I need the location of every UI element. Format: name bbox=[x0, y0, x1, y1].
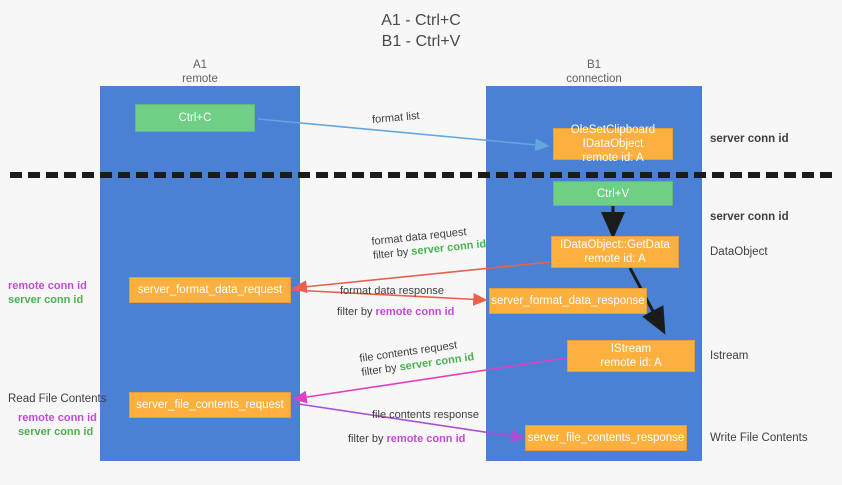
lane-header-b1: B1 connection bbox=[514, 58, 674, 86]
left-label-read-file-contents: Read File Contents bbox=[8, 393, 107, 405]
filter-value-remote-conn-id: remote conn id bbox=[386, 433, 466, 445]
phase-divider bbox=[10, 172, 832, 178]
box-ctrl-v-label: Ctrl+V bbox=[596, 187, 630, 200]
filter-prefix: filter by bbox=[360, 361, 401, 379]
lane-a1-sub: remote bbox=[182, 73, 218, 85]
box-ole-idataobject-line1: OleSetClipboard IDataObject bbox=[570, 124, 656, 150]
label-file-contents-response-filter: filter by remote conn id bbox=[348, 432, 479, 446]
box-server-file-contents-request-label: server_file_contents_request bbox=[136, 399, 284, 411]
left-label-remote-conn-id: remote conn id bbox=[18, 412, 97, 424]
label-file-contents-request-group: file contents request filter by server c… bbox=[359, 336, 476, 380]
box-getdata-line2: remote id: A bbox=[584, 253, 646, 265]
right-label-server-conn-id-mid: server conn id bbox=[710, 211, 789, 223]
box-ctrl-v[interactable]: Ctrl+V bbox=[553, 181, 673, 206]
lane-a1-name: A1 bbox=[192, 59, 208, 71]
lane-header-a1: A1 remote bbox=[120, 58, 280, 86]
box-ctrl-c[interactable]: Ctrl+C bbox=[135, 104, 255, 132]
box-server-file-contents-response[interactable]: server_file_contents_response bbox=[525, 425, 687, 451]
box-istream[interactable]: IStream remote id: A bbox=[567, 340, 695, 372]
filter-prefix: filter by bbox=[337, 306, 376, 318]
box-ole-idataobject[interactable]: OleSetClipboard IDataObject remote id: A bbox=[553, 124, 673, 164]
box-server-file-contents-request[interactable]: server_file_contents_request bbox=[129, 392, 291, 418]
page-title: A1 - Ctrl+C B1 - Ctrl+V bbox=[0, 10, 842, 52]
left-label-server-conn-id: server conn id bbox=[8, 294, 84, 306]
box-ctrl-c-label: Ctrl+C bbox=[178, 112, 212, 124]
label-file-contents-response-group: file contents response filter by remote … bbox=[348, 408, 480, 446]
left-label-server-conn-id: server conn id bbox=[18, 426, 94, 438]
box-getdata[interactable]: IDataObject::GetData remote id: A bbox=[551, 236, 679, 268]
right-label-istream: Istream bbox=[710, 350, 749, 362]
box-ole-idataobject-line2: remote id: A bbox=[582, 152, 644, 164]
title-line-1: A1 - Ctrl+C bbox=[381, 12, 461, 29]
label-format-data-response-filter: filter by remote conn id bbox=[337, 305, 454, 319]
lane-b1-sub: connection bbox=[566, 73, 622, 85]
left-label-group-top: remote conn id server conn id bbox=[8, 279, 87, 307]
left-label-remote-conn-id: remote conn id bbox=[8, 280, 87, 292]
box-istream-line2: remote id: A bbox=[600, 357, 662, 369]
box-server-format-data-request[interactable]: server_format_data_request bbox=[129, 277, 291, 303]
box-server-format-data-response-label: server_format_data_response bbox=[491, 295, 645, 307]
label-format-data-response-group: format data response filter by remote co… bbox=[337, 284, 454, 319]
left-label-group-bottom: remote conn id server conn id bbox=[18, 411, 97, 439]
box-getdata-line1: IDataObject::GetData bbox=[560, 239, 670, 251]
box-server-format-data-request-label: server_format_data_request bbox=[137, 284, 283, 296]
right-label-server-conn-id-top: server conn id bbox=[710, 133, 789, 145]
filter-value-remote-conn-id: remote conn id bbox=[375, 306, 455, 318]
lane-b1-name: B1 bbox=[586, 59, 602, 71]
filter-prefix: filter by bbox=[372, 245, 412, 262]
right-label-write-file-contents: Write File Contents bbox=[710, 432, 808, 444]
label-format-data-response: format data response bbox=[340, 285, 444, 297]
label-file-contents-response: file contents response bbox=[372, 409, 480, 421]
box-server-format-data-response[interactable]: server_format_data_response bbox=[489, 288, 647, 314]
box-istream-line1: IStream bbox=[610, 343, 652, 355]
filter-prefix: filter by bbox=[348, 433, 387, 445]
title-line-2: B1 - Ctrl+V bbox=[381, 33, 461, 50]
box-server-file-contents-response-label: server_file_contents_response bbox=[527, 432, 685, 444]
right-label-dataobject: DataObject bbox=[710, 246, 768, 258]
label-format-data-request-group: format data request filter by server con… bbox=[371, 223, 487, 263]
label-format-list: format list bbox=[371, 109, 421, 127]
